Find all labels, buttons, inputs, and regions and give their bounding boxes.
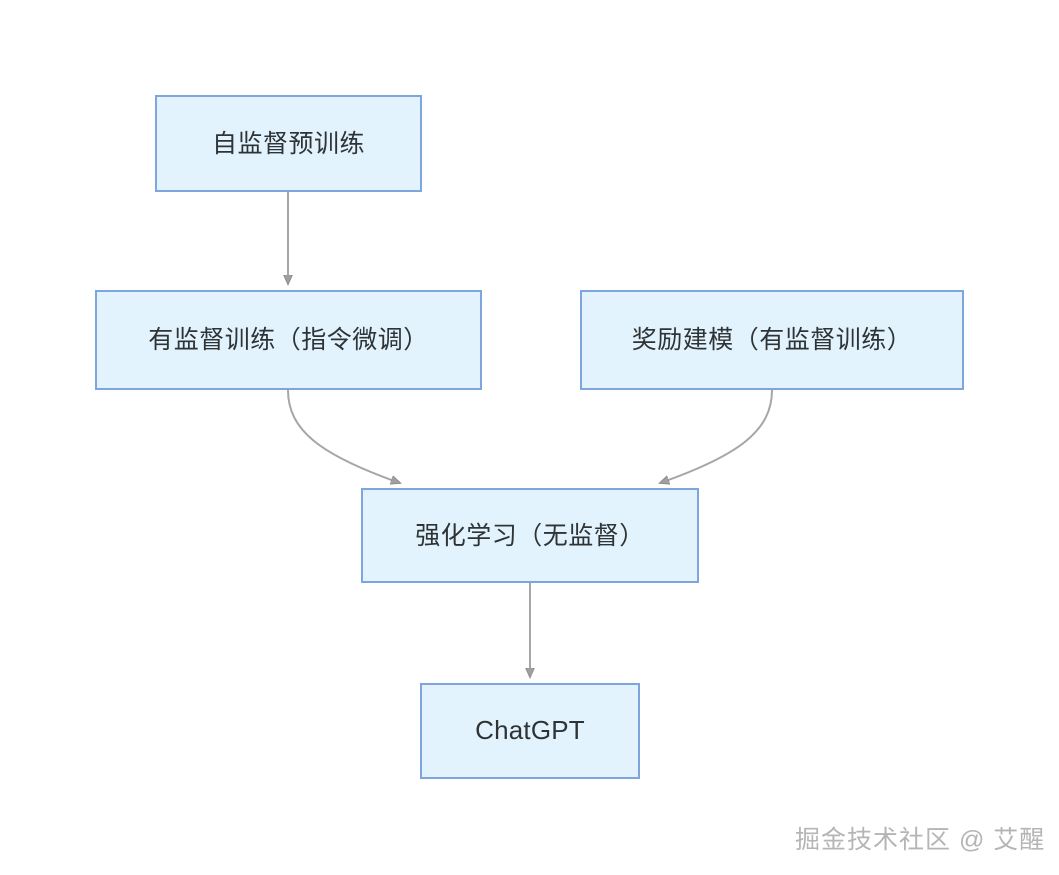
node-chatgpt[interactable]: ChatGPT — [420, 683, 640, 779]
edge-sft-to-rl — [287, 389, 400, 483]
node-reinforcement-learning[interactable]: 强化学习（无监督） — [361, 488, 699, 583]
node-label: ChatGPT — [475, 715, 585, 746]
node-label: 强化学习（无监督） — [415, 521, 645, 550]
node-reward-modeling[interactable]: 奖励建模（有监督训练） — [580, 290, 964, 390]
node-self-supervised-pretraining[interactable]: 自监督预训练 — [155, 95, 422, 192]
watermark-text: 掘金技术社区 @ 艾醒 — [795, 826, 1046, 854]
node-label: 自监督预训练 — [211, 129, 365, 158]
node-label: 奖励建模（有监督训练） — [631, 326, 913, 354]
node-supervised-instruction-tuning[interactable]: 有监督训练（指令微调） — [95, 290, 482, 390]
node-label: 有监督训练（指令微调） — [148, 326, 429, 354]
edge-reward-to-rl — [660, 389, 773, 483]
